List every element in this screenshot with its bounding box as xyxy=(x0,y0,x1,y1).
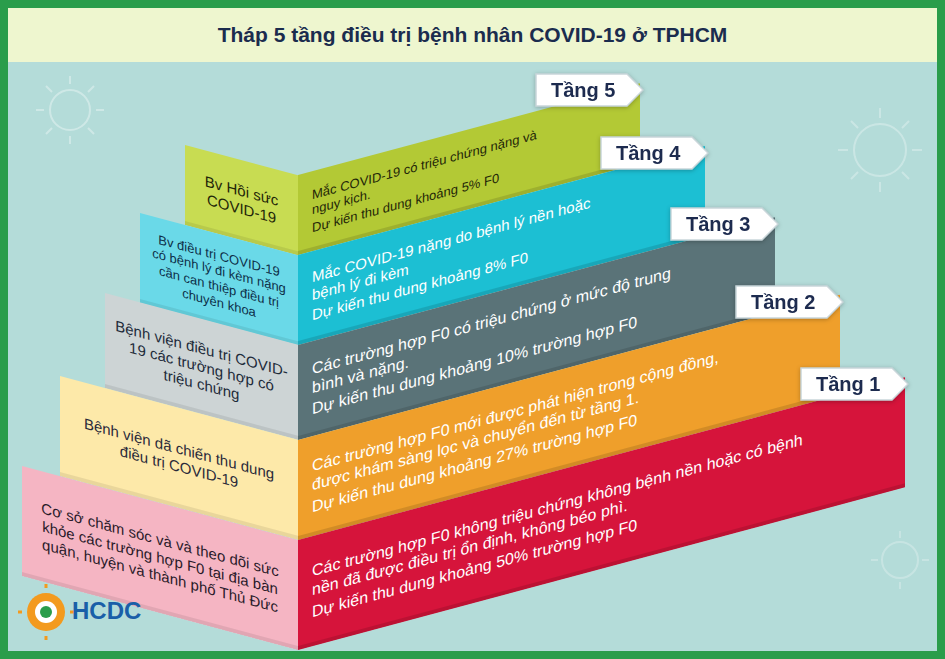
logo-text: HCDC xyxy=(72,597,141,625)
tier-number: Tầng 5 xyxy=(535,73,643,107)
tier-tag: Tầng 1 xyxy=(800,367,908,401)
tier-number: Tầng 3 xyxy=(670,207,778,241)
tier-number: Tầng 2 xyxy=(735,285,843,319)
tier-tag: Tầng 3 xyxy=(670,207,778,241)
tier-number: Tầng 4 xyxy=(600,136,708,170)
tier-tag: Tầng 5 xyxy=(535,73,643,107)
diagram-title: Tháp 5 tầng điều trị bệnh nhân COVID-19 … xyxy=(218,23,728,47)
tier-tag: Tầng 2 xyxy=(735,285,843,319)
tier-number: Tầng 1 xyxy=(800,367,908,401)
tag-arrow-outline xyxy=(671,208,778,240)
tag-arrow-outline xyxy=(536,74,643,106)
tier-tag: Tầng 4 xyxy=(600,136,708,170)
title-band: Tháp 5 tầng điều trị bệnh nhân COVID-19 … xyxy=(8,8,937,62)
tag-arrow-outline xyxy=(601,137,708,169)
facility-name: Bv Hồi sức COVID-19 xyxy=(195,169,288,230)
tag-arrow-outline xyxy=(801,368,908,400)
logo-emblem xyxy=(18,584,74,640)
tag-arrow-outline xyxy=(736,286,843,318)
tier-side-text-group: Bv Hồi sức COVID-19 xyxy=(195,169,288,230)
